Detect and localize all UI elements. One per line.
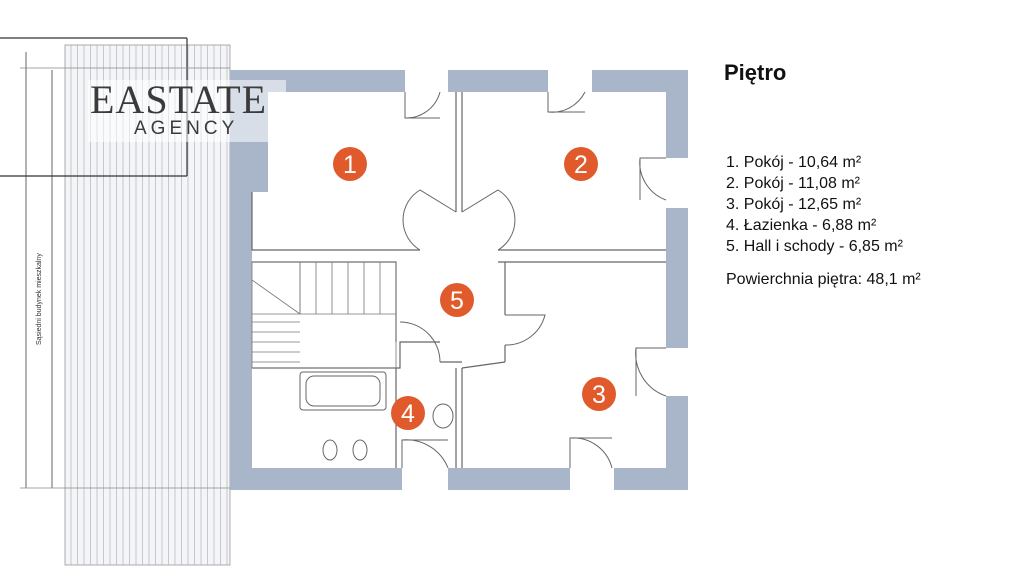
doors xyxy=(399,91,667,469)
area-summary-panel: Piętro 1. Pokój - 10,64 m² 2. Pokój - 11… xyxy=(724,60,1014,289)
room-area-list: 1. Pokój - 10,64 m² 2. Pokój - 11,08 m² … xyxy=(724,152,1014,257)
svg-text:2: 2 xyxy=(574,151,588,179)
room-badge-5: 5 xyxy=(440,283,474,317)
bathroom-fixtures xyxy=(299,371,454,461)
eastate-logo: EASTATE AGENCY xyxy=(88,77,286,142)
room-badge-1: 1 xyxy=(333,147,367,181)
staircase xyxy=(251,261,397,369)
room-area-item: 4. Łazienka - 6,88 m² xyxy=(726,217,877,234)
svg-text:EASTATE: EASTATE xyxy=(90,77,267,122)
outer-walls xyxy=(230,70,688,490)
svg-text:1: 1 xyxy=(343,151,357,179)
floor-title: Piętro xyxy=(724,60,787,85)
neighbor-label: Sąsiedni budynek mieszkalny xyxy=(36,253,43,345)
room-badges: 1 2 3 4 5 xyxy=(333,147,616,430)
room-badge-3: 3 xyxy=(582,377,616,411)
svg-text:5: 5 xyxy=(450,287,464,315)
room-badge-4: 4 xyxy=(391,396,425,430)
room-area-item: 5. Hall i schody - 6,85 m² xyxy=(726,238,903,255)
inner-walls xyxy=(251,92,666,468)
room-area-item: 2. Pokój - 11,08 m² xyxy=(726,175,860,192)
room-area-item: 1. Pokój - 10,64 m² xyxy=(726,154,862,171)
svg-text:4: 4 xyxy=(401,400,415,428)
room-area-item: 3. Pokój - 12,65 m² xyxy=(726,196,862,213)
svg-text:AGENCY: AGENCY xyxy=(134,118,238,139)
total-floor-area: Powierchnia piętra: 48,1 m² xyxy=(726,271,921,288)
room-badge-2: 2 xyxy=(564,147,598,181)
svg-text:3: 3 xyxy=(592,381,606,409)
